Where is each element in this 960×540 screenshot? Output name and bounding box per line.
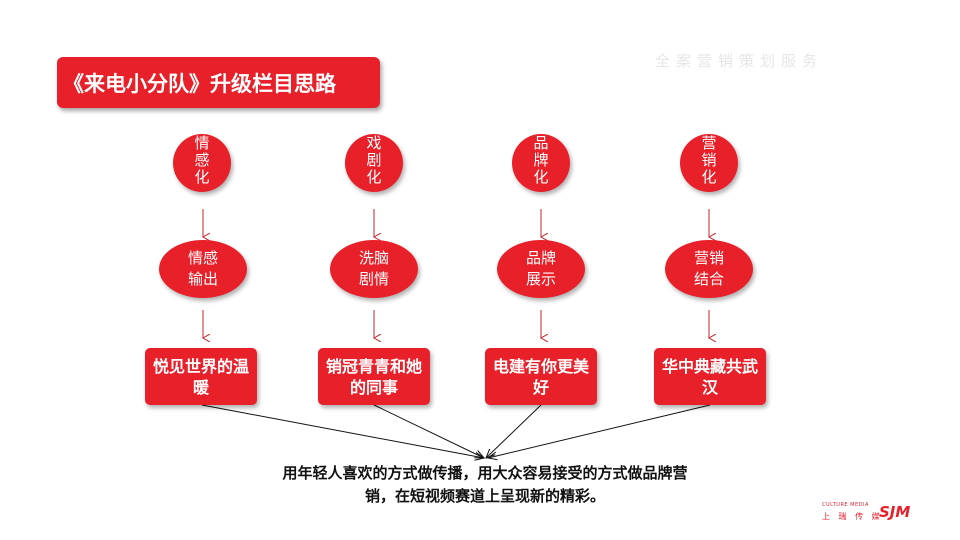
converge-arrow-1 <box>201 404 484 458</box>
circle-node-4: 营销化 <box>680 134 738 192</box>
circle-node-3: 品牌化 <box>512 134 570 192</box>
oval-node-4: 营销结合 <box>665 240 753 298</box>
logo-english-text: CULTURE MEDIA <box>822 502 869 508</box>
company-logo: CULTURE MEDIA 上 瑞 传 媒 SJM <box>822 500 926 524</box>
box-node-2: 销冠青青和她的同事 <box>318 348 430 405</box>
circle-node-label: 情感化 <box>194 133 210 186</box>
oval-node-label: 营销结合 <box>693 249 724 288</box>
circle-node-1: 情感化 <box>173 134 231 192</box>
box-node-label: 悦见世界的温暖 <box>152 356 249 397</box>
box-node-3: 电建有你更美好 <box>485 348 597 405</box>
oval-node-label: 洗脑剧情 <box>358 249 389 288</box>
watermark-text: 全案营销策划服务 <box>655 52 824 70</box>
circle-node-label: 品牌化 <box>533 133 549 186</box>
logo-chinese-text: 上 瑞 传 媒 <box>822 512 883 521</box>
converge-arrow-3 <box>486 404 542 458</box>
page-title: 《来电小分队》升级栏目思路 <box>57 57 380 108</box>
oval-node-label: 品牌展示 <box>525 249 556 288</box>
oval-node-label: 情感输出 <box>187 249 218 288</box>
converge-arrow-4 <box>488 404 711 458</box>
circle-node-label: 戏剧化 <box>366 133 382 186</box>
box-node-label: 华中典藏共武汉 <box>661 356 758 397</box>
oval-node-1: 情感输出 <box>159 240 247 298</box>
oval-node-3: 品牌展示 <box>497 240 585 298</box>
box-node-label: 销冠青青和她的同事 <box>325 356 422 397</box>
logo-mark: SJM <box>879 503 911 521</box>
box-node-label: 电建有你更美好 <box>492 356 589 397</box>
converge-arrow-2 <box>373 404 484 458</box>
box-node-1: 悦见世界的温暖 <box>145 348 257 405</box>
oval-node-2: 洗脑剧情 <box>330 240 418 298</box>
box-node-4: 华中典藏共武汉 <box>654 348 766 405</box>
circle-node-label: 营销化 <box>701 133 717 186</box>
circle-node-2: 戏剧化 <box>345 134 403 192</box>
summary-text: 用年轻人喜欢的方式做传播，用大众容易接受的方式做品牌营销，在短视频赛道上呈现新的… <box>282 464 688 505</box>
